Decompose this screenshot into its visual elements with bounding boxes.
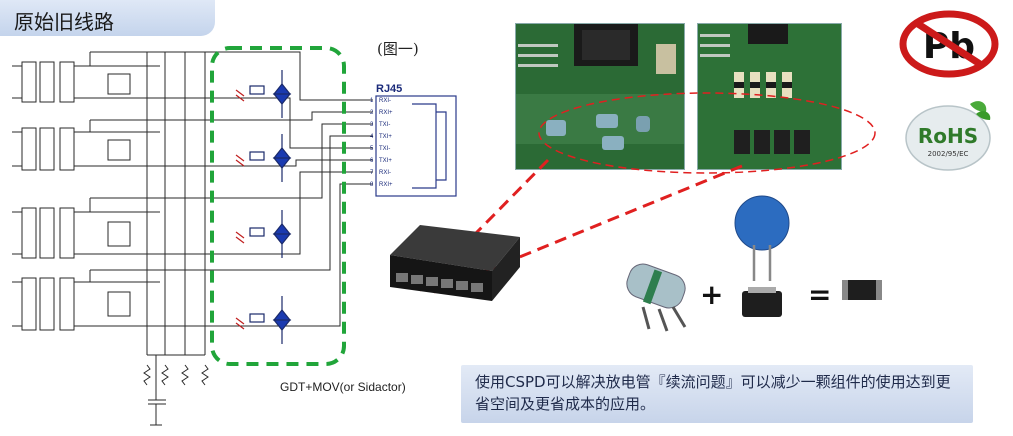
ethernet-switch-image [390,225,520,301]
pin-label: RXI- [379,170,391,176]
highlight-ellipse [538,92,876,174]
pin-label: RXI- [379,98,391,104]
rohs-directive: 2002/95/EC [928,150,969,158]
pin-number: 6 [370,158,374,164]
pin-number: 3 [370,122,374,128]
protection-pair-2 [235,134,292,182]
equals-sign: = [808,278,832,311]
pin-number: 1 [370,98,374,104]
pcb-photo-original [515,23,685,170]
protection-pair-3 [235,210,292,258]
transformer-block-3 [12,197,210,259]
pin-label: RXI+ [379,110,393,116]
circuit-schematic: RJ45 1 RXI- 2 RXI+ 3 TXI- 4 TXI+ 5 TXI- … [12,46,457,426]
transformer-block-4 [12,269,210,331]
transformer-block-2 [12,119,210,171]
rohs-label: RoHS [918,124,978,148]
mov-varistor-image [734,195,790,317]
rj45-title: RJ45 [376,83,402,95]
pin-number: 5 [370,146,374,152]
pin-label: TXI- [379,146,390,152]
plus-sign: + [700,278,724,311]
gas-discharge-tube-image [626,263,687,332]
component-label: GDT+MOV(or Sidactor) [280,380,406,394]
transformer-block-1 [12,51,210,103]
cspd-chip-image [842,280,882,300]
protection-dashed-box [210,46,346,366]
figure-label: (图一) [377,40,419,58]
title-bar: 原始旧线路 [0,0,215,36]
page-title: 原始旧线路 [14,10,114,34]
pin-label: TXI+ [379,158,392,164]
protection-pair-1 [235,70,292,118]
pin-label: TXI+ [379,134,392,140]
pin-label: TXI- [379,122,390,128]
protection-pair-4 [235,296,292,344]
pin-number: 4 [370,134,374,140]
pin-label: RXI+ [379,182,393,188]
pcb-photo-new [697,23,842,170]
rohs-icon: RoHS 2002/95/EC [905,101,991,171]
rj45-connector: RJ45 1 RXI- 2 RXI+ 3 TXI- 4 TXI+ 5 TXI- … [370,83,457,197]
note-box: 使用CSPD可以解决放电管『续流问题』可以减少一颗组件的使用达到更省空间及更省成… [461,365,973,423]
lead-free-icon: Pb [899,10,999,78]
pin-number: 8 [370,182,374,188]
pin-number: 7 [370,170,374,176]
pin-number: 2 [370,110,374,116]
note-text: 使用CSPD可以解决放电管『续流问题』可以减少一颗组件的使用达到更省空间及更省成… [475,373,951,413]
